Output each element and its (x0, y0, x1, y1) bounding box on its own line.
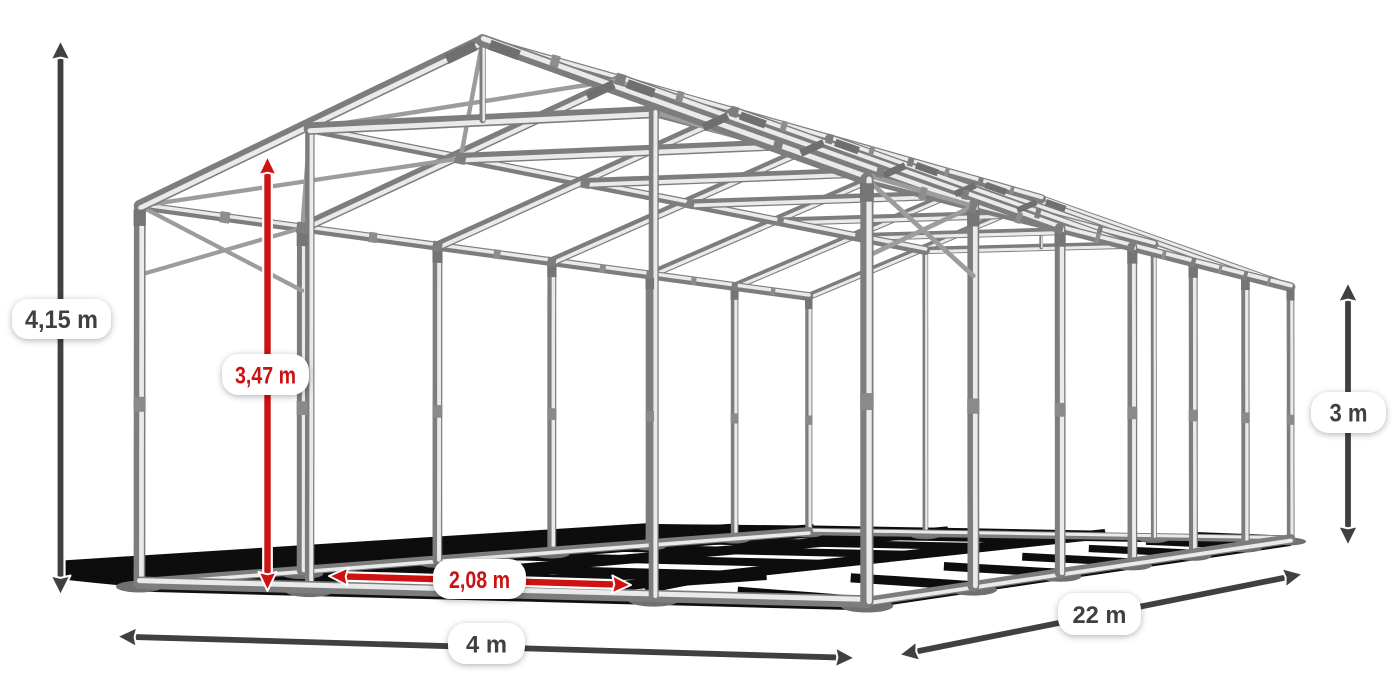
svg-text:3 m: 3 m (1330, 400, 1368, 428)
svg-text:22 m: 22 m (1073, 602, 1127, 629)
svg-text:2,08 m: 2,08 m (449, 567, 510, 594)
svg-text:4,15 m: 4,15 m (25, 306, 98, 334)
svg-text:4 m: 4 m (466, 632, 507, 659)
svg-text:3,47 m: 3,47 m (235, 363, 296, 390)
